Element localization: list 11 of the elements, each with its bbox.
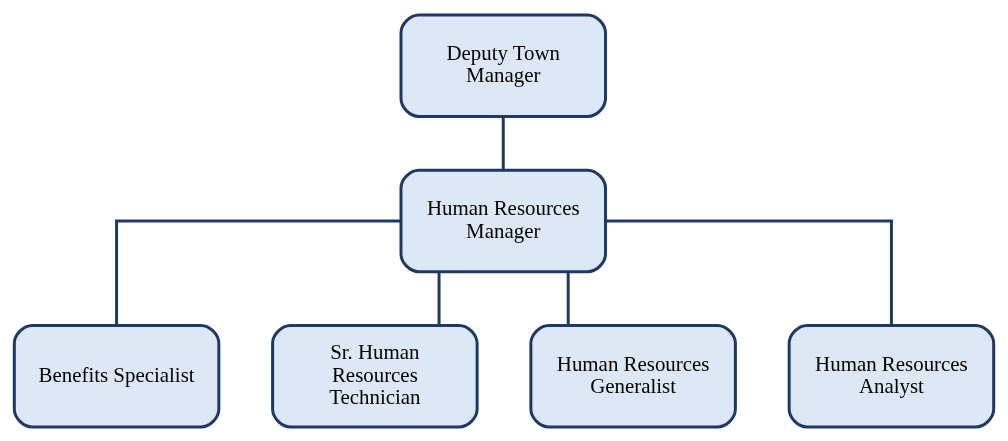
node-box: Human Resources Analyst	[787, 323, 996, 429]
connector	[115, 219, 401, 325]
node-box: Human Resources Manager	[399, 168, 607, 273]
connector	[437, 271, 441, 325]
node-box: Benefits Specialist	[12, 323, 221, 429]
node-box: Human Resources Generalist	[529, 323, 737, 429]
connector	[566, 271, 570, 325]
node-box: Deputy Town Manager	[399, 12, 607, 118]
node-box: Sr. Human Resources Technician	[271, 323, 479, 429]
connector	[501, 116, 505, 170]
connector	[605, 219, 893, 325]
